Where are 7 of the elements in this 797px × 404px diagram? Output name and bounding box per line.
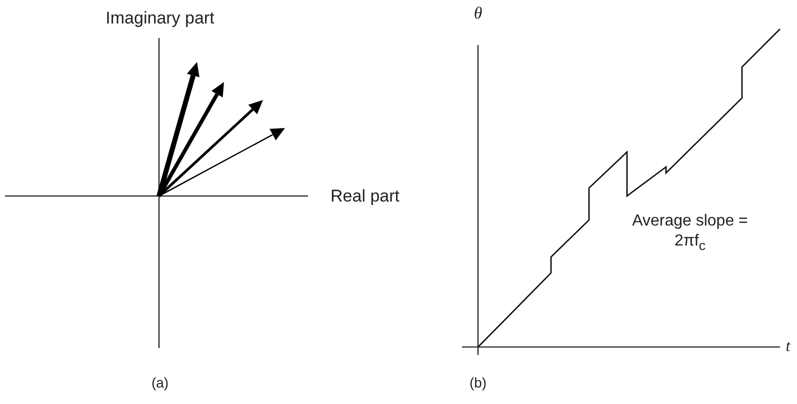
axis-label: Imaginary part [106,7,214,29]
axis-label: (b) [469,374,487,392]
axis-label: θ [474,2,482,24]
axis-label: Average slope = 2πf$_{c}$ [631,212,749,254]
axis-label: Real part [330,185,400,207]
axis-label: (a) [151,374,169,392]
axis-label: t [786,337,790,357]
